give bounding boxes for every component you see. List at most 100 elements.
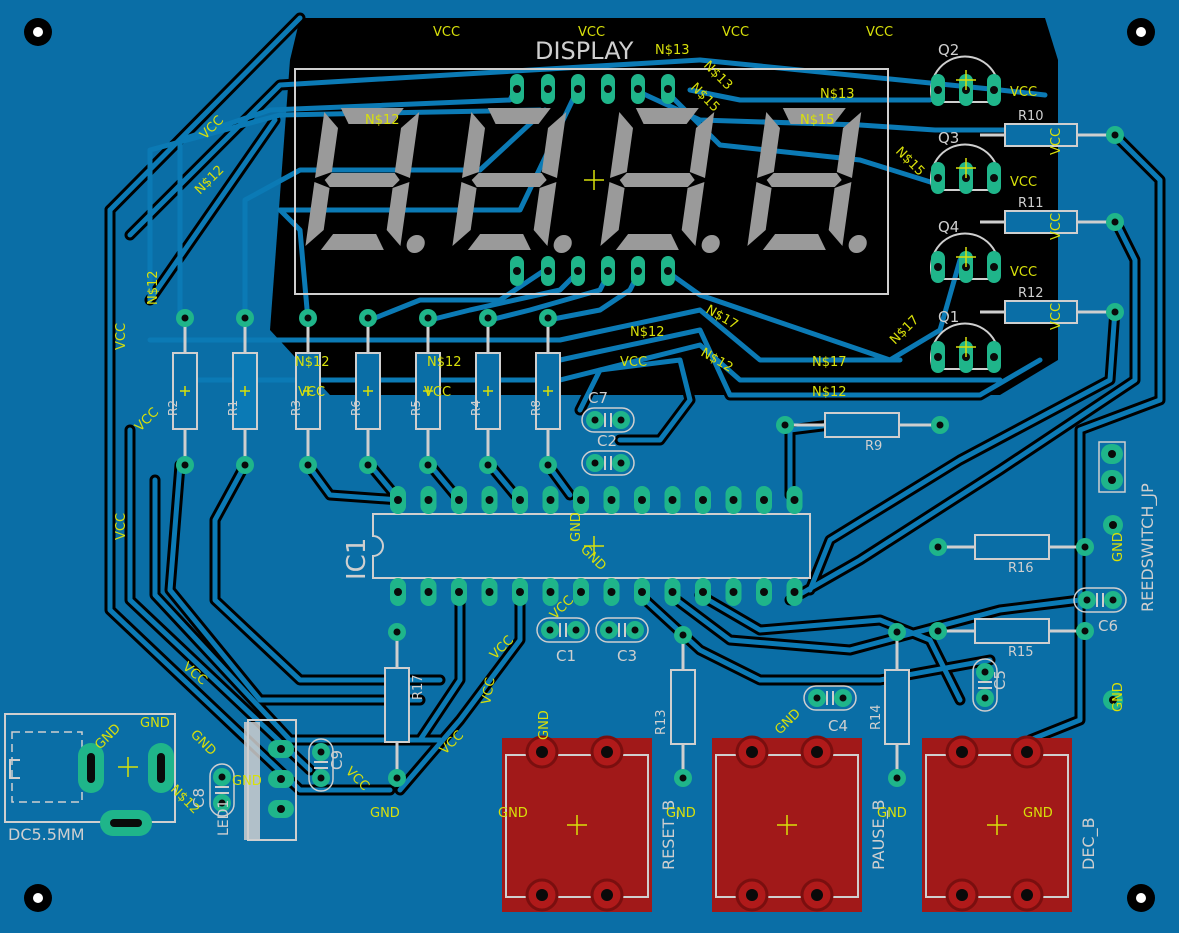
display-module: DISPLAY: [294, 37, 889, 295]
display-decimal-point: [701, 235, 720, 253]
resistor-label: R8: [529, 400, 543, 416]
pushbutton-group: RESET_B PAUSE_B DEC_B: [502, 735, 1099, 912]
net-label: N$15: [800, 113, 835, 128]
resistor-label: R1: [226, 400, 240, 416]
transistor-label: Q2: [938, 41, 959, 59]
dc-jack: DC5.5MM: [4, 713, 176, 844]
capacitor-c7: C7: [581, 389, 635, 433]
net-label: N$13: [820, 87, 855, 102]
net-label: N$12: [427, 355, 462, 370]
reedswitch-label: REEDSWITCH_JP: [1138, 483, 1158, 612]
net-label: VCC: [620, 355, 647, 370]
net-label: VCC: [114, 323, 129, 350]
net-label: N$12: [295, 355, 330, 370]
label-r13: R13: [654, 709, 669, 735]
resistor-r15: R15: [929, 618, 1094, 660]
capacitor-c6: C6: [1073, 587, 1127, 635]
resistor-r2: R2: [166, 309, 198, 474]
label-r15: R15: [1008, 645, 1034, 660]
resistor-r1: R1: [226, 309, 258, 474]
display-digit-2: [452, 108, 572, 253]
net-label: GND: [877, 806, 907, 821]
net-label: GND: [1111, 532, 1126, 562]
pushbutton-reset-b: RESET_B: [502, 735, 679, 912]
resistor-label: R4: [469, 400, 483, 416]
capacitor-label: C1: [556, 647, 576, 665]
resistor-label: R6: [349, 400, 363, 416]
resistor-r4: R4: [469, 309, 501, 474]
label-r9: R9: [865, 439, 882, 454]
label-r12: R12: [1018, 286, 1044, 301]
capacitor-label: C3: [617, 647, 637, 665]
pushbutton-dec-b: DEC_B: [922, 735, 1099, 912]
capacitor-label: C7: [588, 389, 608, 407]
net-label: VCC: [424, 385, 451, 400]
net-label: VCC: [1010, 175, 1037, 190]
resistor-r6: R6: [349, 309, 381, 474]
resistor-r5: R5: [409, 309, 441, 474]
resistor-r10: R10: [980, 109, 1115, 147]
net-label: VCC: [479, 676, 498, 705]
net-label: N$12: [630, 325, 665, 340]
capacitor-label: C5: [991, 670, 1009, 690]
capacitor-label: C2: [597, 432, 617, 450]
label-r17: R17: [411, 674, 426, 700]
resistor-r9: R9: [776, 412, 949, 454]
capacitor-c2: C2: [581, 432, 635, 476]
capacitor-c4: C4: [803, 685, 857, 735]
resistor-r11: R11: [980, 196, 1115, 234]
pushbutton-label: RESET_B: [659, 800, 679, 870]
resistor-label: R3: [289, 400, 303, 416]
resistor-r8: R8: [529, 309, 561, 474]
capacitor-label: C9: [328, 750, 346, 770]
net-label: VCC: [1010, 265, 1037, 280]
net-label: GND: [140, 716, 170, 731]
resistor-label: R2: [166, 400, 180, 416]
label-r14: R14: [869, 704, 884, 730]
label-r11: R11: [1018, 196, 1044, 211]
net-label: VCC: [1049, 128, 1064, 155]
display-label: DISPLAY: [535, 37, 634, 65]
net-label: GND: [232, 774, 262, 789]
net-label: VCC: [298, 385, 325, 400]
net-label: VCC: [722, 25, 749, 40]
transistor-q3: Q3: [930, 129, 1001, 194]
ic1-label: IC1: [342, 538, 372, 580]
net-label: N$12: [146, 270, 161, 305]
display-digit-3: [600, 108, 720, 253]
display-digits: [305, 108, 867, 253]
net-label: VCC: [114, 513, 129, 540]
display-decimal-point: [848, 235, 867, 253]
net-label: GND: [569, 512, 584, 542]
label-r16: R16: [1008, 561, 1034, 576]
capacitor-c1: C1: [536, 617, 590, 665]
transistor-label: Q3: [938, 129, 959, 147]
mounting-holes: [24, 18, 1155, 912]
capacitor-c9: C9: [308, 738, 346, 792]
net-label: GND: [1111, 682, 1126, 712]
net-label: VCC: [1049, 213, 1064, 240]
ic1-dip: IC1: [342, 486, 811, 606]
net-label: GND: [498, 806, 528, 821]
display-decimal-point: [553, 235, 572, 253]
net-label: N$12: [365, 113, 400, 128]
net-label: GND: [1023, 806, 1053, 821]
pushbutton-pause-b: PAUSE_B: [712, 735, 889, 912]
net-label: GND: [537, 710, 552, 740]
pushbutton-label: PAUSE_B: [869, 799, 889, 870]
regulator-led: LED1: [216, 719, 297, 841]
display-decimal-point: [406, 235, 425, 253]
net-label: N$17: [812, 355, 847, 370]
transistor-q4: Q4: [930, 218, 1001, 283]
label-r10: R10: [1018, 109, 1044, 124]
display-digit-1: [305, 108, 425, 253]
reedswitch-jumper: REEDSWITCH_JP: [1098, 441, 1158, 612]
capacitor-label: C6: [1098, 617, 1118, 635]
capacitor-c5: C5: [972, 658, 1009, 712]
display-digit-4: [747, 108, 867, 253]
net-label: N$12: [812, 385, 847, 400]
net-label: VCC: [1010, 85, 1037, 100]
capacitor-label: C4: [828, 717, 848, 735]
